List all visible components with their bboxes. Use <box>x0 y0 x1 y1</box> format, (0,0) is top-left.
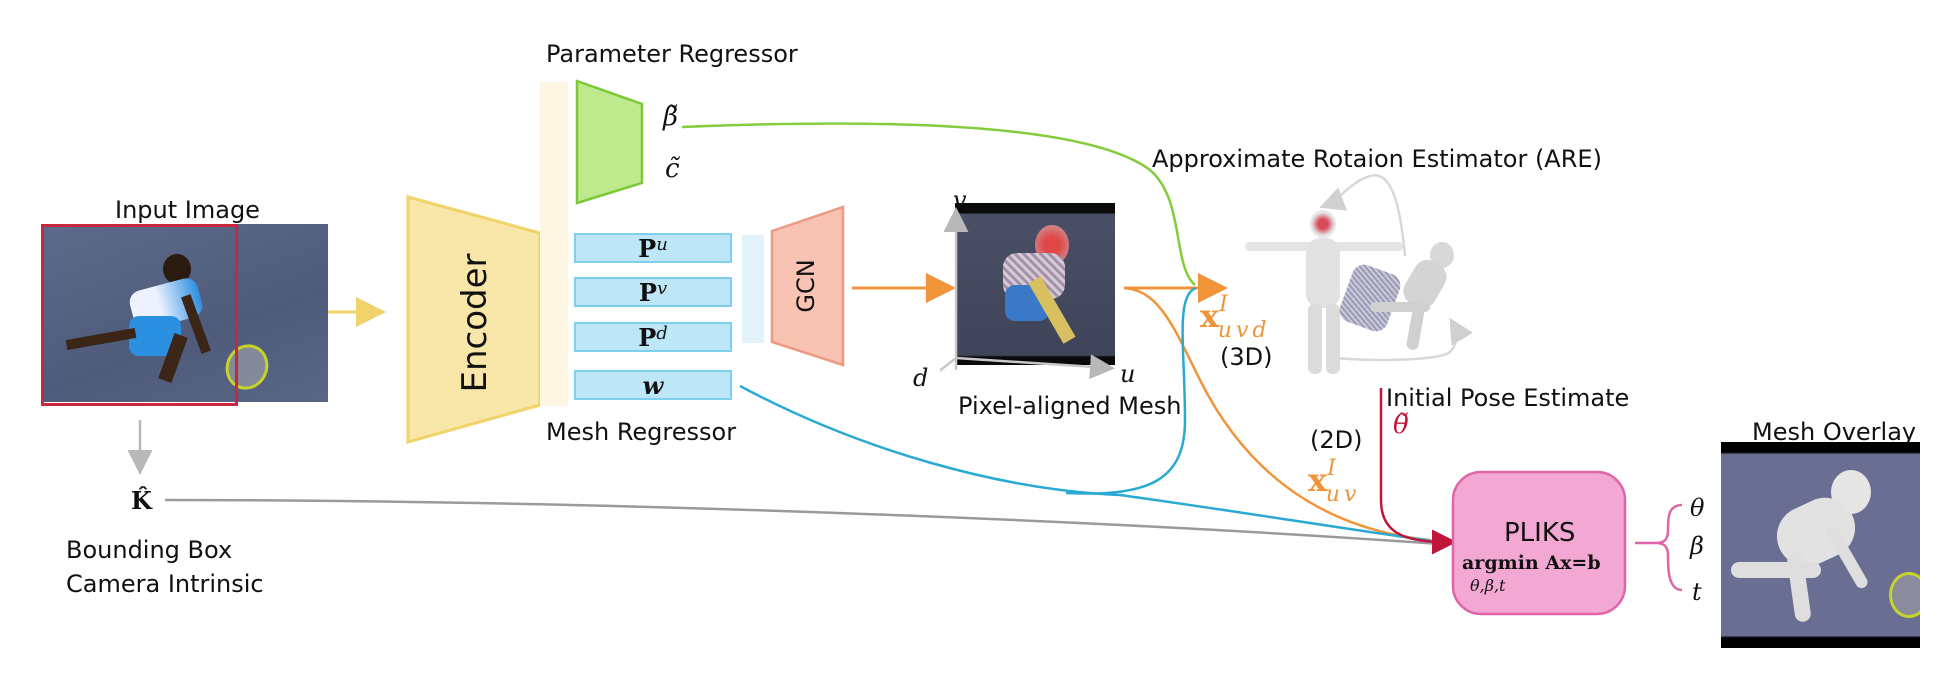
are-cycle-arrow-top <box>1319 174 1407 257</box>
pose-to-pliks-curve <box>1379 388 1457 555</box>
t-pose-body <box>1310 210 1336 238</box>
beta-to-are-curve <box>681 122 1196 286</box>
mesh-feature-bar <box>742 235 764 343</box>
x-uvd-symbol: xIuvd <box>1200 292 1271 343</box>
u-axis-label: u <box>1120 360 1136 388</box>
d-axis-label: d <box>913 364 929 392</box>
k-to-pliks-line <box>164 498 1441 546</box>
mesh-regressor-label: Mesh Regressor <box>546 418 737 446</box>
initial-pose-label: Initial Pose Estimate <box>1386 384 1630 412</box>
k-hat-symbol: K̂ <box>131 486 152 515</box>
bounding-box-label: Bounding Box <box>66 536 233 564</box>
are-cycle-arrow-bottom <box>1335 317 1474 362</box>
c-tilde-output: c̃ <box>665 154 680 184</box>
w-to-pliks-curve <box>739 384 1441 544</box>
mesh-overlay-label: Mesh Overlay <box>1752 418 1917 446</box>
encoder-label: Encoder <box>455 253 495 393</box>
input-image-label: Input Image <box>115 196 260 224</box>
mesh-axes <box>940 207 1115 380</box>
overlay-racket <box>1889 572 1920 618</box>
mesh-box-w: w <box>574 370 732 400</box>
are-body-models <box>1240 210 1500 374</box>
output-brace <box>1635 503 1683 592</box>
output-beta: β <box>1690 532 1704 560</box>
v-axis-label: v <box>953 186 967 214</box>
x-uv-symbol: xIuv <box>1308 456 1361 507</box>
mesh-overlay-image <box>1721 442 1920 648</box>
param-regressor-block <box>575 79 644 205</box>
gcn-label: GCN <box>792 259 820 313</box>
mesh-point-cloud <box>1336 261 1404 335</box>
x-uv-tag: (2D) <box>1310 426 1363 454</box>
w-loop-to-are-curve <box>1065 286 1197 495</box>
mesh-to-pliks-curve <box>1123 286 1431 542</box>
gcn-block <box>770 205 845 367</box>
output-t: t <box>1692 578 1702 606</box>
param-regressor-label: Parameter Regressor <box>546 40 798 68</box>
pliks-subscript: θ,β,t <box>1470 576 1506 595</box>
pixel-aligned-mesh-image <box>955 203 1115 365</box>
are-label: Approximate Rotaion Estimator (ARE) <box>1152 145 1602 173</box>
output-theta: θ <box>1690 494 1705 522</box>
pixel-aligned-mesh-label: Pixel-aligned Mesh <box>958 392 1182 420</box>
mesh-overlay-figure <box>995 225 1085 345</box>
camera-intrinsic-label: Camera Intrinsic <box>66 570 264 598</box>
input-image <box>41 224 328 402</box>
bounding-box <box>41 224 238 406</box>
beta-tilde-output: β̃ <box>663 102 679 132</box>
pliks-equation: argmin Ax=b <box>1462 552 1601 574</box>
x-uvd-tag: (3D) <box>1220 343 1273 371</box>
player-figure <box>65 254 231 384</box>
pliks-block <box>1451 470 1627 616</box>
pliks-title: PLIKS <box>1504 518 1576 548</box>
feature-bar <box>540 82 568 406</box>
theta-tilde-symbol: θ̃ <box>1393 410 1409 440</box>
